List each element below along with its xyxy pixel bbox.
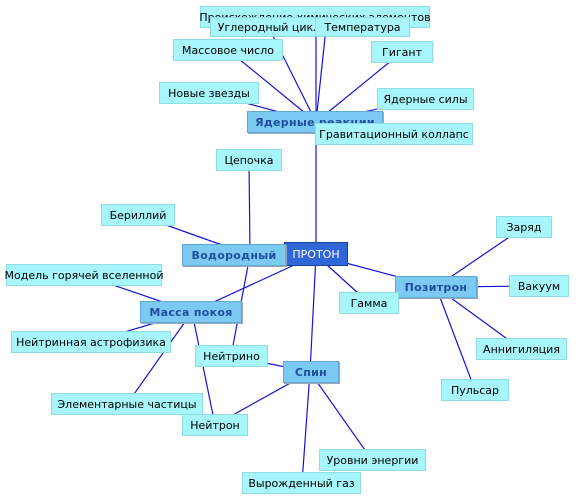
node-temperatura[interactable]: Температура <box>315 17 410 37</box>
node-uglerodny-tsikl[interactable]: Углеродный цикл <box>210 17 328 37</box>
connector-line <box>301 371 311 484</box>
node-pulsar[interactable]: Пульсар <box>441 379 509 401</box>
node-annigilyatsiya[interactable]: Аннигиляция <box>476 338 567 360</box>
node-spin[interactable]: Спин <box>283 361 339 383</box>
node-gravitatsionny-kollaps[interactable]: Гравитационный коллапс <box>315 123 473 145</box>
node-tsepochka[interactable]: Цепочка <box>216 149 282 171</box>
connector-line <box>309 371 373 461</box>
node-berilliy[interactable]: Бериллий <box>101 204 175 226</box>
node-vyrozhdenny-gaz[interactable]: Вырожденный газ <box>242 472 361 494</box>
connector-line <box>227 49 317 123</box>
node-proton[interactable]: ПРОТОН <box>284 242 348 266</box>
node-zaryad[interactable]: Заряд <box>496 216 552 238</box>
node-novye-zvezdy[interactable]: Новые звезды <box>159 82 259 104</box>
node-massovoe-chislo[interactable]: Массовое число <box>173 39 283 61</box>
node-yadernye-sily[interactable]: Ядерные силы <box>377 88 474 110</box>
connector-line <box>315 27 327 123</box>
node-vakuum[interactable]: Вакуум <box>509 275 569 297</box>
connector-line <box>315 51 403 123</box>
connector-line <box>126 311 193 405</box>
node-massa-pokoya[interactable]: Масса покоя <box>140 301 242 323</box>
node-gigant[interactable]: Гигант <box>371 41 433 63</box>
node-elementarnye-chastitsy[interactable]: Элементарные частицы <box>51 393 203 415</box>
connector-line <box>248 159 251 256</box>
connector-line <box>435 286 476 391</box>
node-neytrino[interactable]: Нейтрино <box>195 345 268 367</box>
node-neytron[interactable]: Нейтрон <box>182 414 248 436</box>
node-gamma[interactable]: Гамма <box>339 292 399 314</box>
node-model-vselennoy[interactable]: Модель горячей вселенной <box>5 264 164 286</box>
connector-line <box>191 311 216 426</box>
connector-line <box>309 254 317 373</box>
node-urovni-energii[interactable]: Уровни энергии <box>319 449 426 471</box>
node-pozitron[interactable]: Позитрон <box>395 276 477 298</box>
node-neytrinnaya-astrofizika[interactable]: Нейтринная астрофизика <box>11 331 171 353</box>
node-vodorodny[interactable]: Водородный <box>182 244 286 266</box>
